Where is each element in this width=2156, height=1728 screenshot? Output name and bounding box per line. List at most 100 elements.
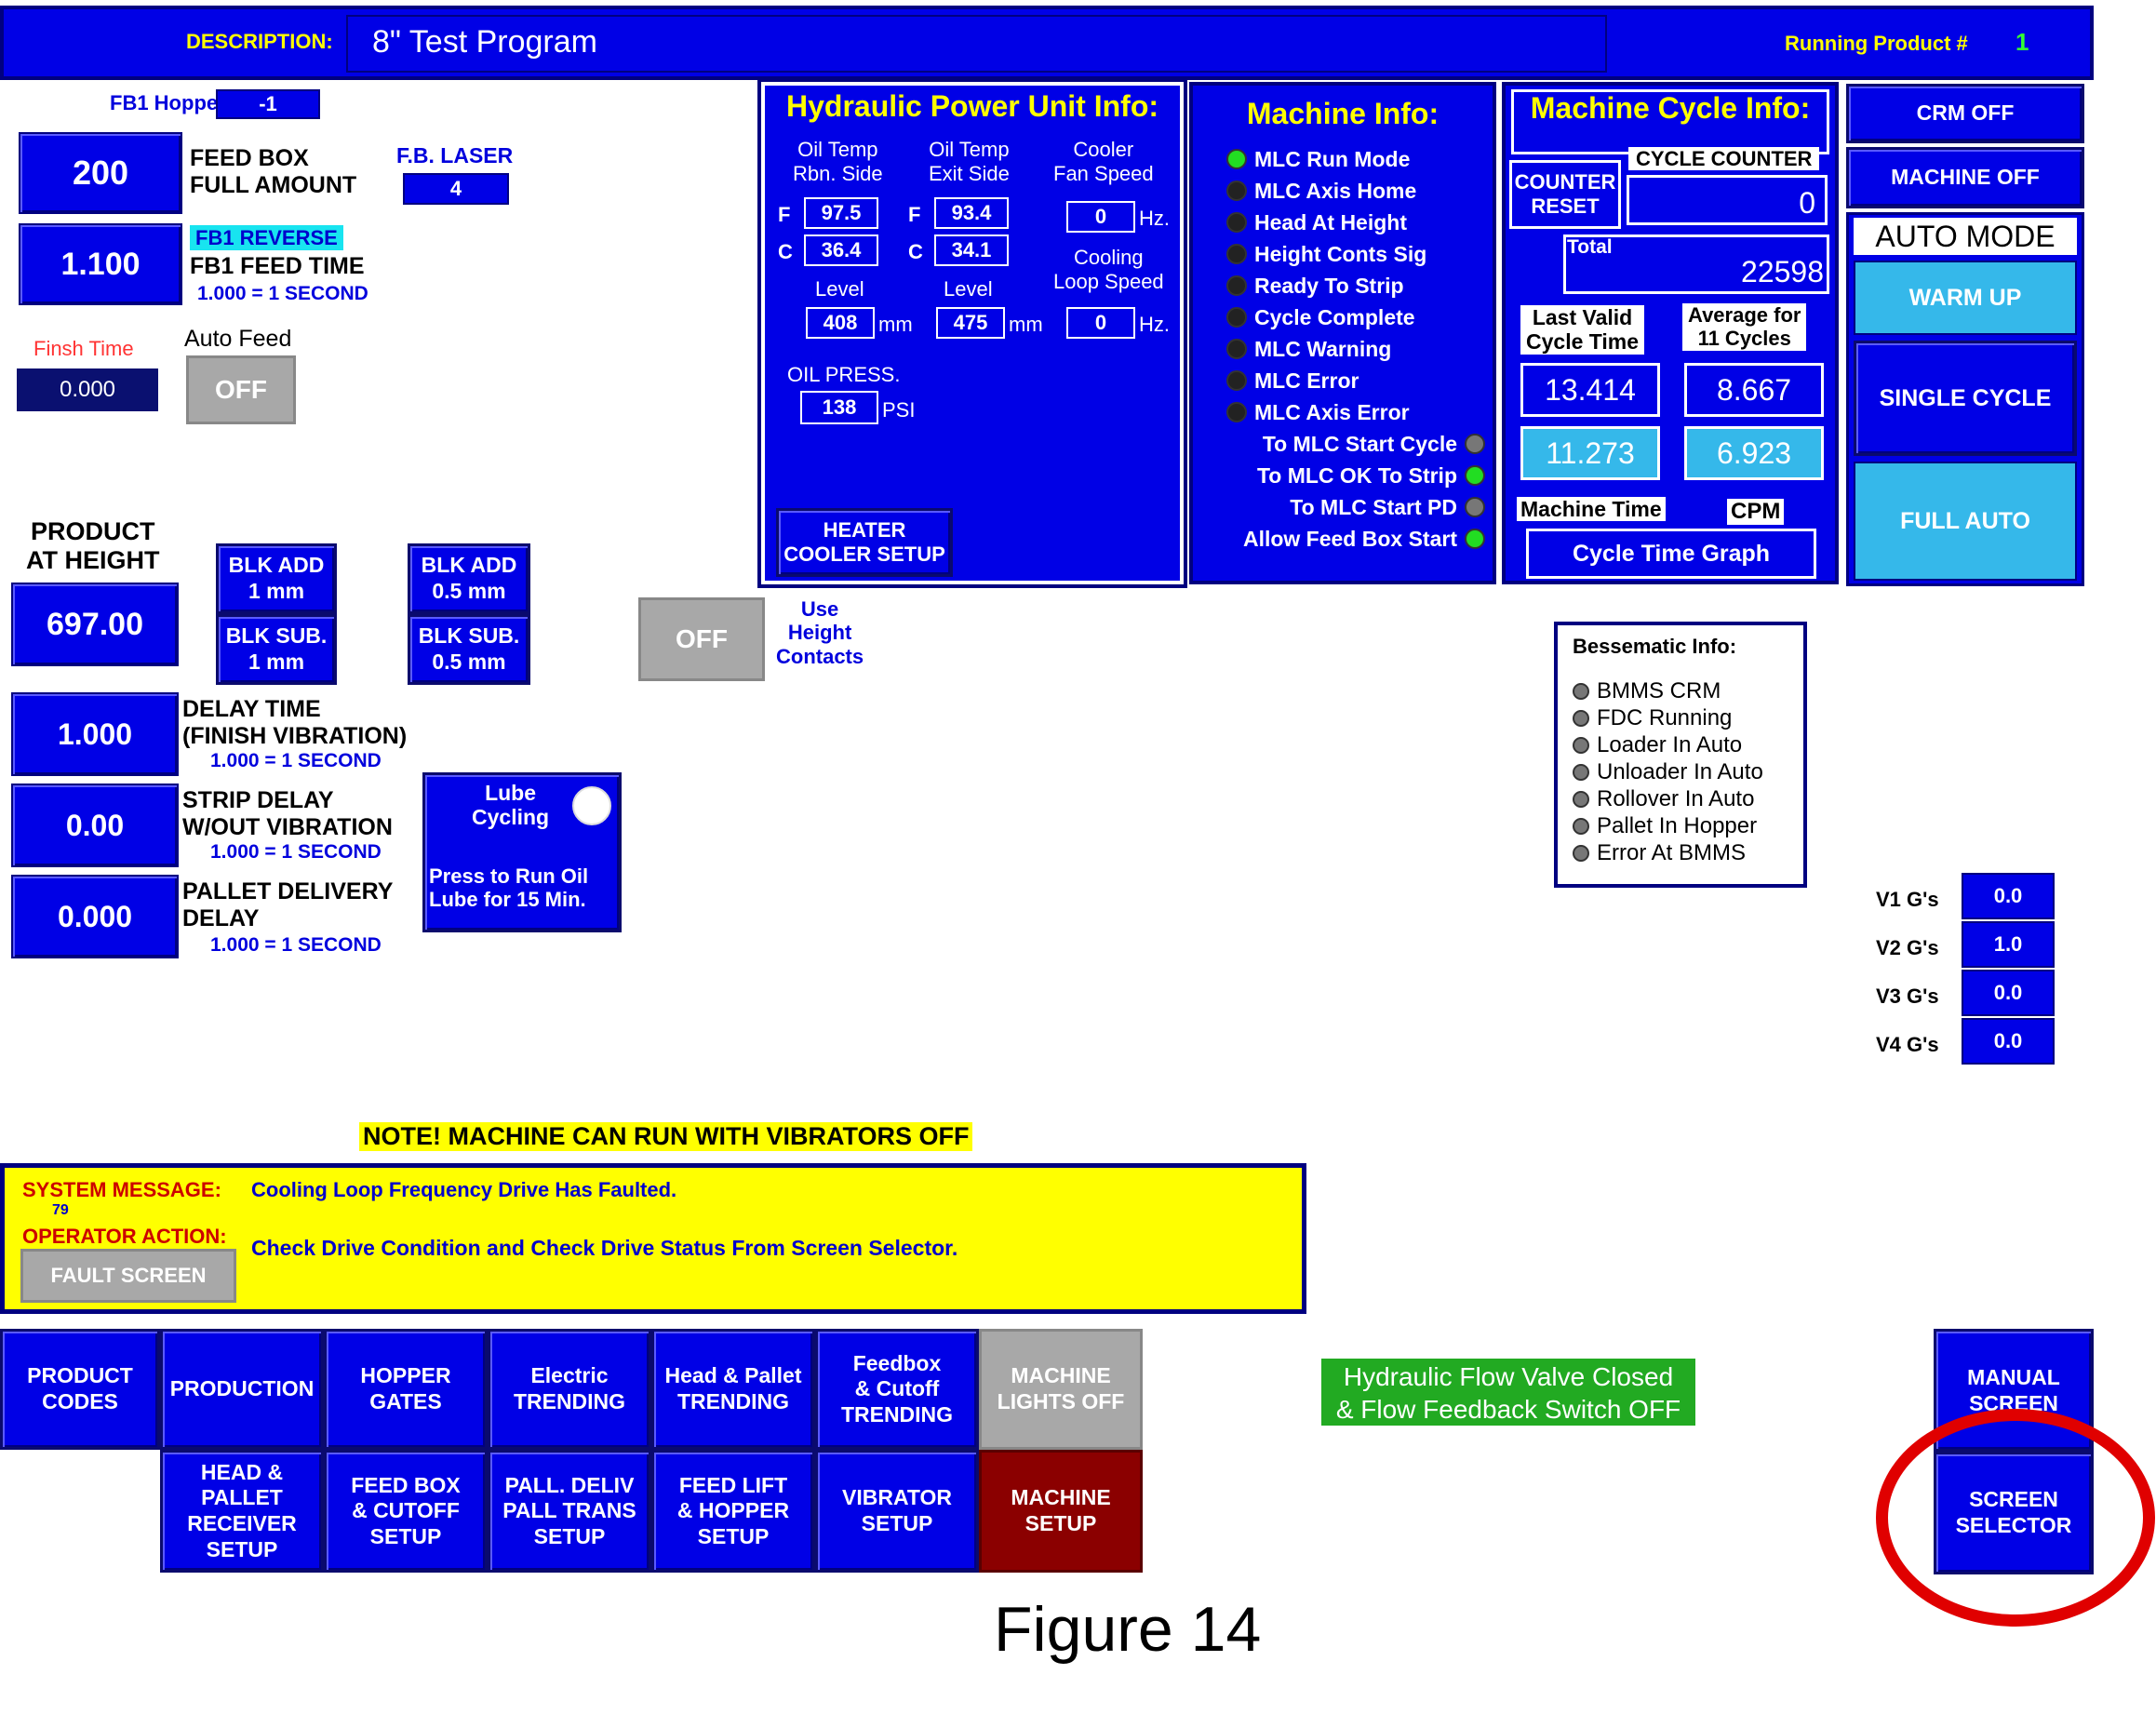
feed-box-cutoff-setup-button[interactable]: FEED BOX & CUTOFF SETUP bbox=[324, 1450, 488, 1573]
fb-laser-value[interactable]: 4 bbox=[403, 173, 509, 205]
strip-delay-note: 1.000 = 1 SECOND bbox=[210, 841, 382, 863]
fb1-hopper-label: FB1 Hopper bbox=[110, 91, 226, 114]
strip-delay-input[interactable]: 0.00 bbox=[11, 784, 179, 867]
machine-output-list: To MLC Start Cycle To MLC OK To Strip To… bbox=[1200, 428, 1485, 555]
pallet-delivery-delay-note: 1.000 = 1 SECOND bbox=[210, 934, 382, 956]
highlight-circle bbox=[1876, 1409, 2155, 1627]
cooling-loop-label: Cooling Loop Speed bbox=[1053, 246, 1164, 294]
electric-trending-button[interactable]: Electric TRENDING bbox=[488, 1329, 651, 1450]
vibrator-note: NOTE! MACHINE CAN RUN WITH VIBRATORS OFF bbox=[359, 1122, 973, 1152]
cycle-counter-value: 0 bbox=[1627, 175, 1828, 225]
system-message-text: Cooling Loop Frequency Drive Has Faulted… bbox=[251, 1178, 677, 1201]
heater-cooler-setup-button[interactable]: HEATER COOLER SETUP bbox=[776, 508, 953, 577]
pall-deliv-trans-setup-button[interactable]: PALL. DELIV PALL TRANS SETUP bbox=[488, 1450, 651, 1573]
exit-c-unit: C bbox=[908, 240, 923, 263]
fb1-feed-time-note: 1.000 = 1 SECOND bbox=[197, 283, 368, 304]
product-codes-button[interactable]: PRODUCT CODES bbox=[0, 1329, 160, 1450]
cooler-fan-label: Cooler Fan Speed bbox=[1053, 138, 1154, 186]
status-light-icon bbox=[1573, 736, 1589, 754]
finish-time-label: Finsh Time bbox=[33, 337, 134, 360]
use-height-contacts-toggle[interactable]: OFF bbox=[638, 597, 765, 681]
total-label: Total bbox=[1567, 236, 1613, 258]
machine-time-label: Machine Time bbox=[1517, 497, 1666, 522]
feed-box-full-amount-label: FEED BOX FULL AMOUNT bbox=[190, 145, 357, 198]
level-mm-2: mm bbox=[1009, 313, 1043, 336]
vibrator-setup-button[interactable]: VIBRATOR SETUP bbox=[815, 1450, 979, 1573]
system-message-code: 79 bbox=[52, 1202, 69, 1218]
status-light-icon bbox=[1465, 497, 1485, 517]
fault-screen-button[interactable]: FAULT SCREEN bbox=[20, 1249, 236, 1303]
v2-label: V2 G's bbox=[1876, 936, 1939, 959]
description-label: DESCRIPTION: bbox=[186, 30, 333, 53]
auto-feed-toggle[interactable]: OFF bbox=[186, 355, 296, 424]
delay-time-note: 1.000 = 1 SECOND bbox=[210, 750, 382, 771]
rbn-c-unit: C bbox=[778, 240, 793, 263]
level-mm-1: mm bbox=[878, 313, 913, 336]
fan-hz-unit: Hz. bbox=[1139, 207, 1170, 230]
blk-sub-05mm-button[interactable]: BLK SUB. 0.5 mm bbox=[408, 614, 530, 685]
blk-add-1mm-button[interactable]: BLK ADD 1 mm bbox=[216, 543, 337, 614]
feed-box-full-amount-input[interactable]: 200 bbox=[19, 132, 182, 214]
bessematic-item-loader-in-auto: Loader In Auto bbox=[1573, 731, 1763, 758]
machine-info-list: MLC Run Mode MLC Axis Home Head At Heigh… bbox=[1226, 143, 1426, 428]
blk-add-05mm-button[interactable]: BLK ADD 0.5 mm bbox=[408, 543, 530, 614]
production-button[interactable]: PRODUCTION bbox=[160, 1329, 324, 1450]
status-light-icon bbox=[1573, 682, 1589, 700]
fb1-reverse-indicator: FB1 REVERSE bbox=[190, 225, 343, 251]
description-field[interactable] bbox=[346, 15, 1607, 73]
bessematic-item-rollover-in-auto: Rollover In Auto bbox=[1573, 785, 1763, 812]
warm-up-button[interactable]: WARM UP bbox=[1854, 261, 2077, 335]
status-light-icon bbox=[1573, 763, 1589, 781]
head-at-height-row: Head At Height bbox=[1226, 207, 1426, 238]
mlc-run-mode-row: MLC Run Mode bbox=[1226, 143, 1426, 175]
status-light-icon bbox=[1465, 434, 1485, 454]
cycle-info-title: Machine Cycle Info: bbox=[1530, 91, 1811, 125]
lube-cycling-label: Lube Cycling bbox=[472, 781, 550, 830]
rbn-oil-temp-c: 36.4 bbox=[804, 234, 878, 266]
to-mlc-start-pd-row: To MLC Start PD bbox=[1200, 491, 1485, 523]
lube-cycling-instruction: Press to Run Oil Lube for 15 Min. bbox=[429, 864, 589, 912]
cycle-time-graph-button[interactable]: Cycle Time Graph bbox=[1526, 529, 1816, 579]
head-pallet-receiver-setup-button[interactable]: HEAD & PALLET RECEIVER SETUP bbox=[160, 1450, 324, 1573]
feed-lift-hopper-setup-button[interactable]: FEED LIFT & HOPPER SETUP bbox=[651, 1450, 815, 1573]
hydraulic-flow-status: Hydraulic Flow Valve Closed & Flow Feedb… bbox=[1321, 1359, 1695, 1426]
status-light-icon bbox=[1573, 790, 1589, 808]
strip-delay-label: STRIP DELAY W/OUT VIBRATION bbox=[182, 787, 393, 840]
single-cycle-button[interactable]: SINGLE CYCLE bbox=[1854, 341, 2077, 456]
machine-off-button[interactable]: MACHINE OFF bbox=[1846, 147, 2084, 208]
v2-value: 1.0 bbox=[1962, 921, 2055, 968]
lube-cycling-button[interactable]: Lube Cycling Press to Run Oil Lube for 1… bbox=[422, 772, 622, 932]
description-value: 8" Test Program bbox=[372, 24, 597, 60]
status-light-icon bbox=[1226, 370, 1247, 391]
blk-sub-1mm-button[interactable]: BLK SUB. 1 mm bbox=[216, 614, 337, 685]
level-label-2: Level bbox=[944, 277, 993, 301]
pallet-delivery-delay-input[interactable]: 0.000 bbox=[11, 875, 179, 958]
status-light-icon bbox=[1226, 212, 1247, 233]
cpm-value: 6.923 bbox=[1684, 426, 1824, 480]
bessematic-item-fdc-running: FDC Running bbox=[1573, 704, 1763, 731]
product-at-height-value: 697.00 bbox=[11, 583, 179, 666]
operator-action-text: Check Drive Condition and Check Drive St… bbox=[251, 1236, 958, 1260]
mlc-axis-error-row: MLC Axis Error bbox=[1226, 396, 1426, 428]
fb1-hopper-value[interactable]: -1 bbox=[216, 89, 320, 119]
full-auto-button[interactable]: FULL AUTO bbox=[1854, 462, 2077, 581]
level-value-2: 475 bbox=[936, 307, 1005, 339]
to-mlc-start-cycle-row: To MLC Start Cycle bbox=[1200, 428, 1485, 460]
level-label-1: Level bbox=[815, 277, 864, 301]
status-light-icon bbox=[1226, 402, 1247, 422]
exit-oil-temp-f: 93.4 bbox=[934, 197, 1009, 229]
machine-lights-off-button[interactable]: MACHINE LIGHTS OFF bbox=[979, 1329, 1143, 1450]
machine-setup-button[interactable]: MACHINE SETUP bbox=[979, 1450, 1143, 1573]
status-light-icon bbox=[1226, 275, 1247, 296]
crm-off-button[interactable]: CRM OFF bbox=[1846, 84, 2084, 143]
status-light-icon bbox=[1226, 181, 1247, 201]
head-pallet-trending-button[interactable]: Head & Pallet TRENDING bbox=[651, 1329, 815, 1450]
v3-value: 0.0 bbox=[1962, 970, 2055, 1016]
status-light-icon bbox=[1226, 339, 1247, 359]
counter-reset-button[interactable]: COUNTER RESET bbox=[1509, 160, 1621, 229]
status-light-icon bbox=[1226, 149, 1247, 169]
hopper-gates-button[interactable]: HOPPER GATES bbox=[324, 1329, 488, 1450]
delay-time-input[interactable]: 1.000 bbox=[11, 692, 179, 776]
feedbox-cutoff-trending-button[interactable]: Feedbox & Cutoff TRENDING bbox=[815, 1329, 979, 1450]
fb1-feed-time-input[interactable]: 1.100 bbox=[19, 223, 182, 305]
